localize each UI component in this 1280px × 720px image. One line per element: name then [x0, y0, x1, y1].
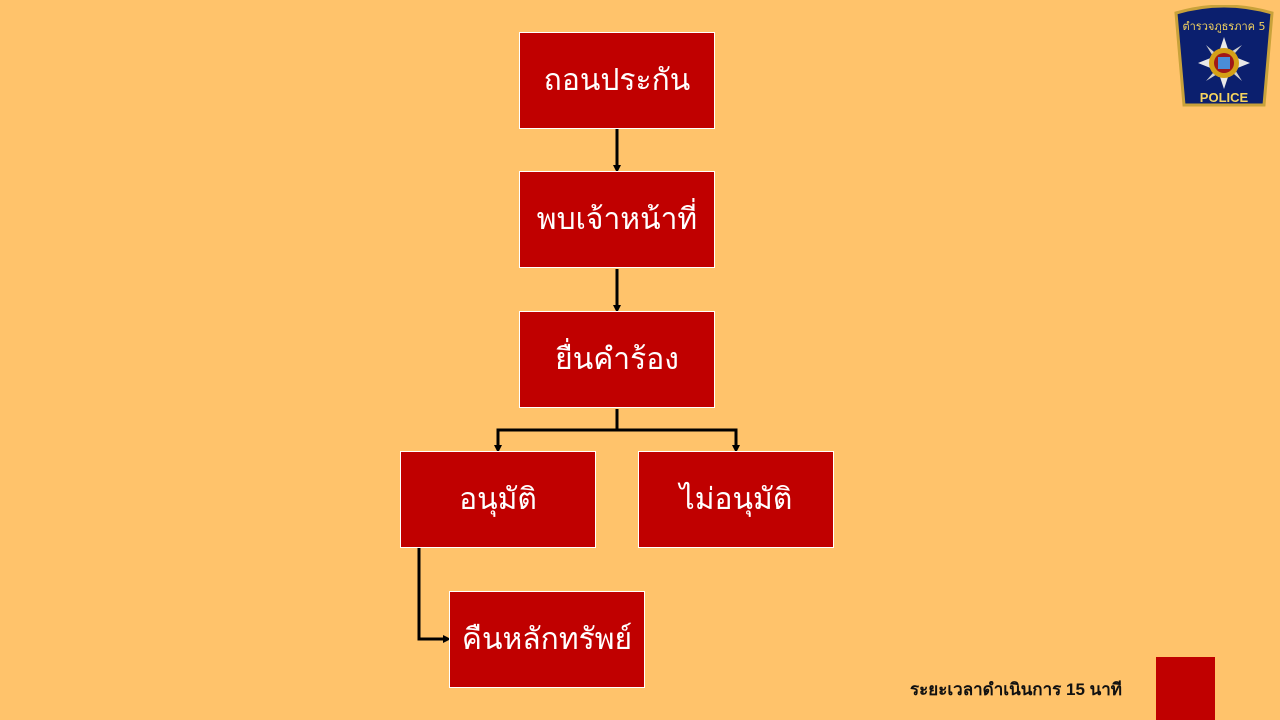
step-not-approved: ไม่อนุมัติ: [638, 451, 834, 548]
duration-text: ระยะเวลาดำเนินการ 15 นาที: [910, 680, 1123, 699]
footer-color-block: [1156, 657, 1215, 720]
step-withdraw-bail: ถอนประกัน: [519, 32, 715, 129]
step-label: ยื่นคำร้อง: [555, 342, 679, 377]
step-label: ถอนประกัน: [543, 63, 691, 98]
arrow-3-approve: [494, 409, 619, 453]
step-label: ไม่อนุมัติ: [679, 482, 793, 517]
step-approved: อนุมัติ: [400, 451, 596, 548]
svg-text:POLICE: POLICE: [1200, 90, 1249, 105]
police-badge-logo: ตำรวจภูธรภาค 5 POLICE: [1174, 5, 1274, 107]
step-label: พบเจ้าหน้าที่: [536, 202, 698, 237]
step-return-collateral: คืนหลักทรัพย์: [449, 591, 645, 688]
svg-text:ตำรวจภูธรภาค 5: ตำรวจภูธรภาค 5: [1182, 20, 1265, 33]
step-submit-request: ยื่นคำร้อง: [519, 311, 715, 408]
step-meet-officer: พบเจ้าหน้าที่: [519, 171, 715, 268]
step-label: คืนหลักทรัพย์: [461, 622, 633, 657]
step-label: อนุมัติ: [459, 482, 537, 517]
arrow-approve-return: [417, 548, 451, 643]
arrow-3-reject: [617, 428, 740, 453]
